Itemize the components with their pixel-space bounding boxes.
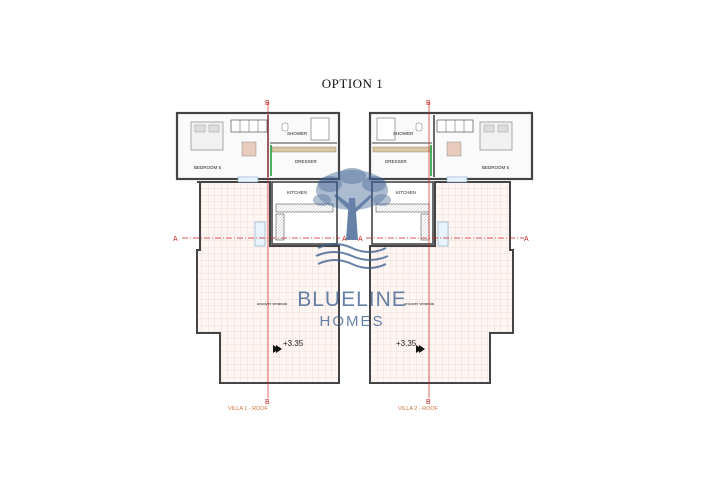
watermark-line1: BLUELINE: [297, 288, 407, 311]
villa-2-shower-tray: [376, 117, 396, 141]
section-lines: [182, 102, 524, 398]
villa-2-level: +3.35: [396, 339, 417, 348]
villa-1-shower-tray: [310, 117, 330, 141]
tree-logo-icon: [313, 168, 391, 240]
page-title: OPTION 1: [321, 76, 384, 91]
section-a-right-1: A: [342, 236, 347, 243]
section-b-bottom-left: B: [265, 399, 270, 406]
villa-2-plan: BEDROOM 5 SHOWER DRESSER KITCHEN uncover…: [368, 111, 534, 412]
section-a-right-2: A: [524, 236, 529, 243]
villa-1-stair: [275, 203, 334, 213]
villa-2-roof-terrace: [369, 181, 514, 384]
section-a-left-2: A: [358, 236, 363, 243]
section-b-top-right: B: [426, 100, 431, 107]
villa-2-terrace-label: uncover veranda: [404, 301, 435, 306]
watermark-line2: HOMES: [319, 313, 384, 330]
villa-2-kitchen-label: KITCHEN: [396, 190, 416, 195]
section-a-left-1: A: [173, 236, 178, 243]
blueline-homes-logo: BLUELINE HOMES: [297, 168, 407, 330]
villa-1-terrace-label: uncover veranda: [257, 301, 288, 306]
villa-1-dresser-label: DRESSER: [295, 159, 318, 164]
villa-2-dresser-label: DRESSER: [385, 159, 408, 164]
villa-1-shower-label: SHOWER: [287, 131, 308, 136]
villa-1-plan: BEDROOM 5 SHOWER DRESSER KITCHEN uncover…: [175, 111, 341, 412]
villa-1-kitchen-label: KITCHEN: [287, 190, 307, 195]
villa-2-caption: VILLA 2 - ROOF: [398, 406, 439, 412]
villa-1-caption: VILLA 1 - ROOF: [228, 406, 269, 412]
villa-2-shower-label: SHOWER: [393, 131, 414, 136]
villa-1-level: +3.35: [283, 339, 304, 348]
section-b-top-left: B: [265, 100, 270, 107]
villa-2-bedroom-label: BEDROOM 5: [482, 165, 510, 170]
villa-1-bedroom-label: BEDROOM 5: [194, 165, 222, 170]
section-b-bottom-right: B: [426, 399, 431, 406]
